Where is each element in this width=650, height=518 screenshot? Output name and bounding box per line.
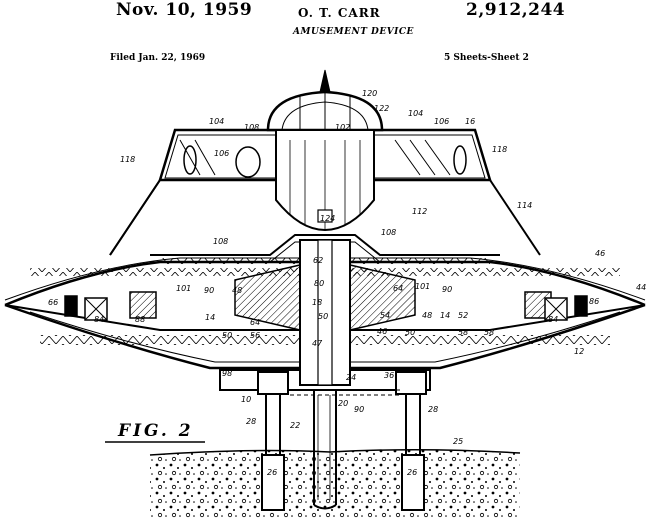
ref-84: 84: [548, 315, 558, 324]
ref-120: 120: [362, 89, 377, 98]
ref-64: 64: [250, 318, 260, 327]
pilot-capsule: [275, 129, 375, 232]
ref-104: 104: [209, 117, 224, 126]
ref-24: 24: [346, 373, 356, 382]
ref-18: 18: [312, 298, 322, 307]
ref-106: 106: [214, 149, 229, 158]
ref-102: 102: [335, 123, 350, 132]
ref-50: 50: [318, 312, 328, 321]
ref-106: 106: [434, 117, 449, 126]
ref-28: 28: [246, 417, 256, 426]
ref-14: 14: [205, 313, 215, 322]
ref-58: 58: [484, 328, 494, 337]
ref-14: 14: [440, 311, 450, 320]
ref-114: 114: [517, 201, 532, 210]
ref-58: 58: [458, 328, 468, 337]
ref-20: 20: [338, 399, 348, 408]
ref-54: 54: [380, 311, 390, 320]
ref-108: 108: [381, 228, 396, 237]
ref-62: 62: [313, 256, 323, 265]
ref-22: 22: [290, 421, 300, 430]
ref-98: 98: [222, 369, 232, 378]
ref-80: 80: [314, 279, 324, 288]
patent-title: AMUSEMENT DEVICE: [293, 27, 414, 37]
ref-36: 36: [384, 371, 394, 380]
ref-124: 124: [320, 214, 335, 223]
ref-108: 108: [213, 237, 228, 246]
ref-86: 86: [589, 297, 599, 306]
motor-units: [64, 291, 588, 321]
footing-left: [261, 454, 285, 511]
filing-date: Filed Jan. 22, 1969: [110, 53, 206, 63]
ref-47: 47: [312, 339, 323, 348]
ref-118: 118: [492, 145, 507, 154]
ref-52: 52: [458, 311, 468, 320]
ref-26: 26: [407, 468, 417, 477]
dome: [266, 69, 384, 132]
ref-112: 112: [412, 207, 427, 216]
ref-56: 56: [250, 331, 260, 340]
ref-48: 48: [232, 286, 242, 295]
ref-108: 108: [244, 123, 259, 132]
reference-numerals: 120 122 104 108 104 106 16 102 106 118 1…: [48, 89, 646, 477]
ref-104: 104: [408, 109, 423, 118]
ref-28: 28: [428, 405, 438, 414]
patent-date: Nov. 10, 1959: [116, 0, 253, 20]
ref-48: 48: [422, 311, 432, 320]
footing-right: [401, 454, 425, 511]
ref-26: 26: [267, 468, 277, 477]
ref-84: 84: [94, 315, 104, 324]
ref-88: 88: [135, 315, 145, 324]
ref-46: 46: [595, 249, 605, 258]
ref-90: 90: [442, 285, 452, 294]
support-legs: [265, 395, 421, 455]
ref-122: 122: [374, 104, 389, 113]
ref-118: 118: [120, 155, 135, 164]
ref-90: 90: [354, 405, 364, 414]
patent-number: 2,912,244: [466, 0, 566, 20]
central-column: [234, 239, 416, 386]
ref-50: 50: [222, 331, 232, 340]
ref-12: 12: [574, 347, 584, 356]
ref-25: 25: [453, 437, 463, 446]
ref-64: 64: [393, 284, 403, 293]
sheet-count: 5 Sheets-Sheet 2: [444, 53, 529, 63]
inventor-name: O. T. CARR: [298, 6, 381, 20]
ref-101: 101: [415, 282, 430, 291]
central-shaft: [313, 385, 337, 510]
ref-10: 10: [241, 395, 251, 404]
ref-46: 46: [377, 327, 387, 336]
ref-44: 44: [636, 283, 646, 292]
figure-label: FIG. 2: [117, 421, 194, 441]
ref-50: 50: [405, 328, 415, 337]
ref-66: 66: [48, 298, 58, 307]
ref-101: 101: [176, 284, 191, 293]
ref-16: 16: [465, 117, 475, 126]
ref-90: 90: [204, 286, 214, 295]
